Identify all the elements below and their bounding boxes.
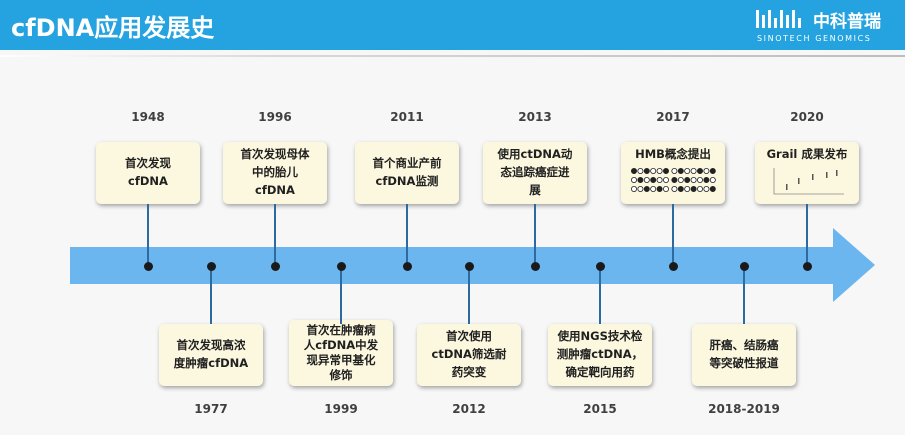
top-year-5: 2020: [790, 110, 824, 124]
bottom-event-box-4: 肝癌、结肠癌等突破性报道: [692, 324, 796, 386]
top-event-text-3: 使用ctDNA动态追踪癌症进展: [498, 146, 573, 199]
event-line: 首次使用: [445, 329, 492, 344]
top-dot-4: [668, 261, 678, 271]
bottom-year-3: 2015: [583, 402, 617, 416]
event-line: 肝癌、结肠癌: [709, 338, 779, 353]
event-line: cfDNA: [255, 182, 295, 197]
bottom-connector-4: [743, 266, 745, 324]
top-year-0: 1948: [131, 110, 165, 124]
logo-chinese-name: 中科普瑞: [813, 12, 881, 32]
bottom-connector-0: [210, 266, 212, 324]
event-line: ctDNA筛选耐: [431, 347, 507, 362]
top-dot-0: [143, 261, 153, 271]
top-year-4: 2017: [656, 110, 690, 124]
event-line: 首次发现: [125, 156, 171, 171]
header-bar: cfDNA应用发展史 中科普瑞 SINOTECH GENOMICS: [0, 0, 905, 50]
event-line: 中的胎儿: [252, 165, 298, 180]
event-line: 首次在肿瘤病: [306, 323, 376, 338]
event-line: 态追踪癌症进: [500, 165, 570, 180]
top-event-text-1: 首次发现母体中的胎儿 cfDNA: [241, 146, 310, 199]
bottom-event-box-0: 首次发现高浓度肿瘤cfDNA: [159, 324, 263, 386]
bottom-event-box-2: 首次使用 ctDNA筛选耐药突变: [417, 324, 521, 386]
bottom-event-text-3: 使用NGS技术检测肿瘤ctDNA， 确定靶向用药: [557, 328, 643, 381]
event-line: 等突破性报道: [709, 356, 779, 370]
bottom-dot-2: [464, 261, 474, 271]
top-year-1: 1996: [258, 110, 292, 124]
top-event-text-0: 首次发现 cfDNA: [125, 155, 171, 191]
event-line: HMB概念提出: [635, 147, 711, 161]
event-line: 首个商业产前: [372, 156, 442, 171]
top-event-box-4: HMB概念提出: [621, 142, 725, 204]
top-event-box-5: Grail 成果发布: [755, 142, 859, 204]
methylation-pattern-icon: [631, 167, 716, 192]
event-line: 使用NGS技术检: [557, 329, 643, 344]
top-connector-2: [406, 204, 408, 266]
bottom-year-2: 2012: [452, 402, 486, 416]
top-connector-4: [672, 204, 674, 266]
bottom-dot-4: [739, 261, 749, 271]
bottom-dot-1: [336, 261, 346, 271]
event-line: 修饰: [329, 367, 353, 382]
bottom-event-text-0: 首次发现高浓度肿瘤cfDNA: [174, 337, 248, 373]
top-dot-3: [530, 261, 540, 271]
event-line: 首次发现高浓: [176, 338, 246, 353]
logo-english-name: SINOTECH GENOMICS: [757, 34, 872, 43]
event-line: 展: [529, 182, 541, 197]
bottom-event-text-4: 肝癌、结肠癌等突破性报道: [710, 337, 779, 373]
top-event-text-4: HMB概念提出: [630, 146, 716, 194]
top-connector-1: [274, 204, 276, 266]
bottom-dot-0: [206, 261, 216, 271]
event-line: 确定靶向用药: [565, 364, 635, 379]
bottom-dot-3: [595, 261, 605, 271]
bottom-year-1: 1999: [324, 402, 358, 416]
event-line: 使用ctDNA动: [497, 147, 573, 162]
event-line: 测肿瘤ctDNA，: [556, 347, 644, 362]
top-event-box-3: 使用ctDNA动态追踪癌症进展: [483, 142, 587, 204]
event-line: 现异常甲基化: [306, 353, 376, 367]
top-event-box-1: 首次发现母体中的胎儿 cfDNA: [223, 142, 327, 204]
top-event-text-2: 首个商业产前 cfDNA监测: [373, 155, 442, 191]
event-line: 药突变: [451, 364, 487, 379]
bottom-year-0: 1977: [194, 402, 228, 416]
top-dot-5: [802, 261, 812, 271]
top-event-box-0: 首次发现 cfDNA: [96, 142, 200, 204]
bottom-event-box-1: 首次在肿瘤病人cfDNA中发现异常甲基化修饰: [289, 320, 393, 386]
event-line: 人cfDNA中发: [303, 338, 379, 353]
top-event-text-5: Grail 成果发布: [766, 146, 848, 198]
top-event-box-2: 首个商业产前 cfDNA监测: [355, 142, 459, 204]
event-line: 首次发现母体: [240, 147, 310, 162]
event-line: cfDNA监测: [375, 174, 439, 188]
company-logo: 中科普瑞 SINOTECH GENOMICS: [755, 7, 895, 47]
top-year-2: 2011: [390, 110, 424, 124]
logo-mark-icon: [756, 10, 801, 28]
top-year-3: 2013: [518, 110, 552, 124]
event-line: 度肿瘤cfDNA: [173, 356, 249, 370]
page-title: cfDNA应用发展史: [11, 14, 215, 42]
header-divider: [0, 55, 905, 57]
bottom-connector-3: [599, 266, 601, 324]
top-dot-2: [402, 261, 412, 271]
scatter-plot-icon: [773, 167, 844, 195]
bottom-event-box-3: 使用NGS技术检测肿瘤ctDNA， 确定靶向用药: [548, 324, 652, 386]
bottom-event-text-2: 首次使用 ctDNA筛选耐药突变: [432, 328, 507, 381]
event-line: cfDNA: [128, 174, 168, 188]
top-connector-0: [147, 204, 149, 266]
bottom-event-text-1: 首次在肿瘤病人cfDNA中发现异常甲基化修饰: [304, 323, 378, 383]
bottom-connector-2: [468, 266, 470, 324]
top-connector-3: [534, 204, 536, 266]
event-line: Grail 成果发布: [766, 147, 848, 161]
top-connector-5: [806, 204, 808, 266]
bottom-year-4: 2018-2019: [708, 402, 780, 416]
bottom-connector-1: [340, 266, 342, 324]
top-dot-1: [270, 261, 280, 271]
